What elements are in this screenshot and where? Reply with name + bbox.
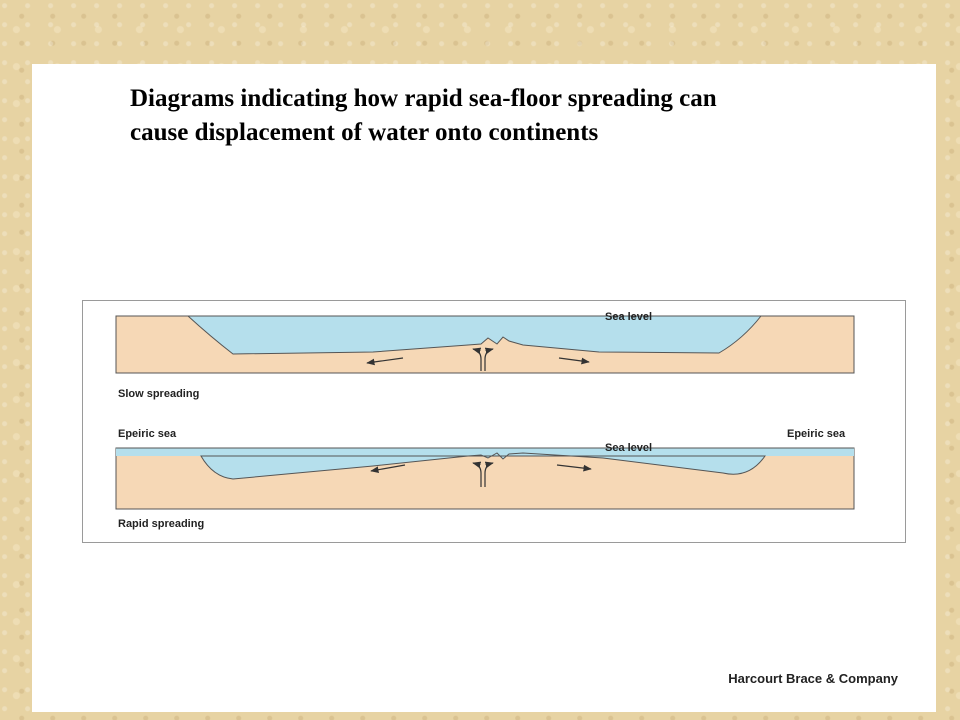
rapid-ocean-water: [200, 452, 766, 480]
publisher-credit: Harcourt Brace & Company: [728, 671, 898, 686]
epeiric-sea-label-left: Epeiric sea: [118, 428, 177, 440]
spreading-diagram-svg: Sea level Slow spreading Sea level Epeir…: [115, 311, 855, 530]
spreading-diagram: Sea level Slow spreading Sea level Epeir…: [82, 300, 906, 543]
title-line-2: cause displacement of water onto contine…: [130, 119, 599, 146]
title-line-1: Diagrams indicating how rapid sea-floor …: [130, 85, 717, 112]
rapid-epeiric-sea-water: [116, 448, 854, 456]
slide-title: Diagrams indicating how rapid sea-floor …: [130, 82, 920, 150]
rapid-spreading-caption: Rapid spreading: [118, 518, 204, 530]
slide: Diagrams indicating how rapid sea-floor …: [32, 64, 936, 712]
slow-right-spreading-arrow: [558, 357, 590, 365]
rapid-right-spreading-arrow: [556, 464, 592, 472]
epeiric-sea-label-right: Epeiric sea: [787, 428, 846, 440]
slow-spreading-panel: Sea level Slow spreading: [115, 311, 855, 400]
slow-ridge-upwelling-arrows: [472, 347, 494, 371]
rapid-sea-level-label: Sea level: [605, 442, 652, 454]
slow-sea-level-label: Sea level: [605, 311, 652, 323]
slow-ocean-water: [186, 315, 763, 355]
rapid-ridge-upwelling-arrows: [472, 461, 494, 487]
rapid-left-spreading-arrow: [370, 464, 406, 473]
slow-spreading-caption: Slow spreading: [118, 388, 199, 400]
slow-left-spreading-arrow: [366, 357, 404, 366]
rapid-spreading-panel: Sea level Epeiric sea Epeiric sea Rapid …: [115, 428, 855, 530]
